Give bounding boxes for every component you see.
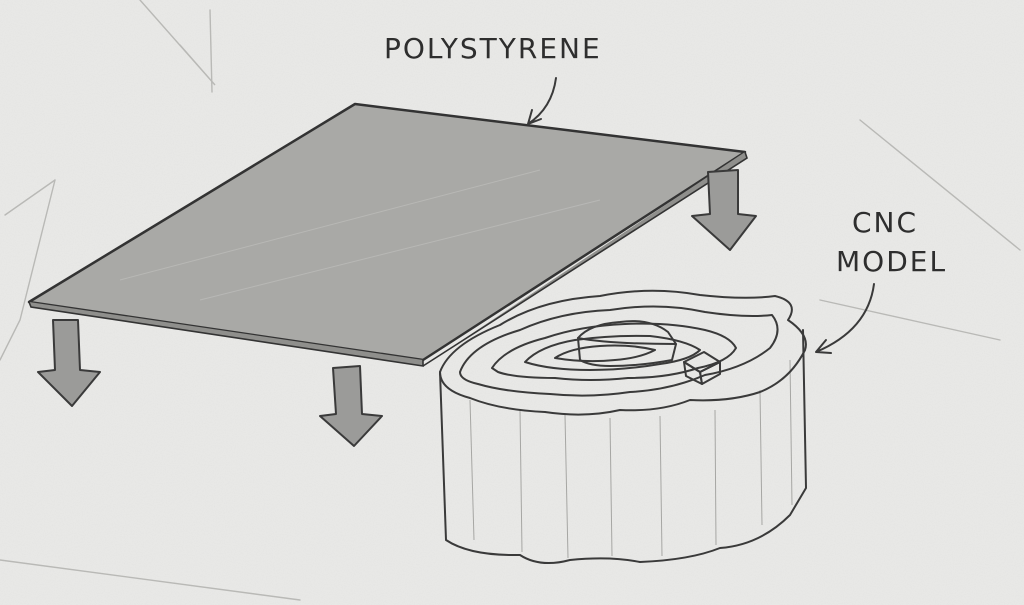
cnc-model-leader (815, 283, 875, 354)
cnc-model (439, 289, 807, 565)
cnc-label-line2: MODEL (836, 245, 947, 278)
down-arrow-left (37, 319, 101, 407)
polystyrene-label: POLYSTYRENE (384, 32, 602, 65)
cnc-label-line1: CNC (852, 206, 918, 239)
down-arrow-right (691, 169, 757, 251)
polystyrene-sheet (27, 102, 748, 367)
polystyrene-leader (527, 77, 557, 125)
down-arrow-center (319, 365, 383, 447)
